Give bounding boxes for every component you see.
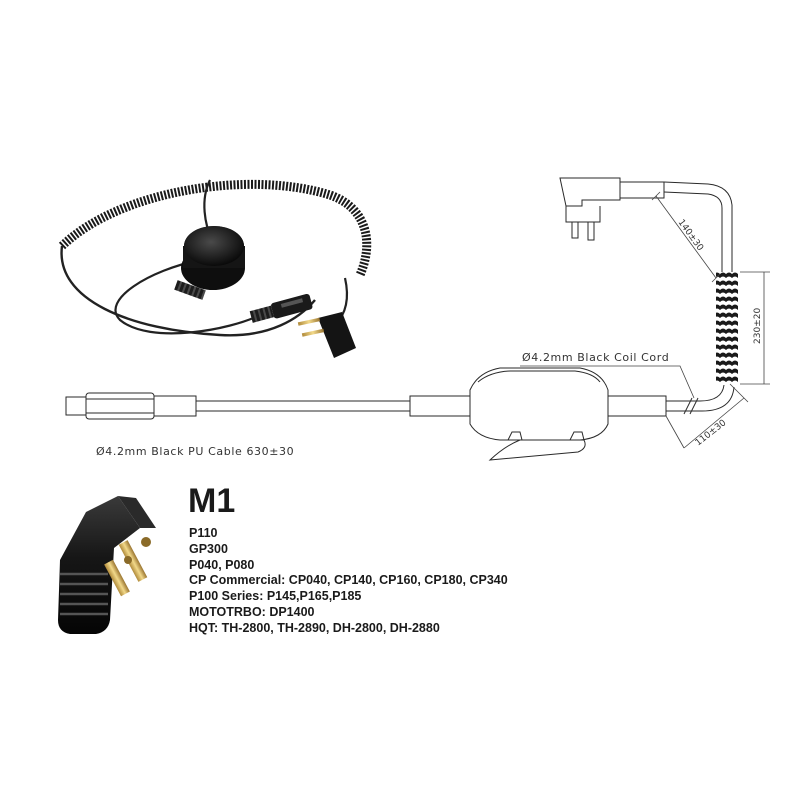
dimensions — [520, 191, 770, 449]
product-photo — [58, 179, 372, 358]
compatible-model: P040, P080 — [189, 557, 255, 572]
m1-rib-grips — [60, 572, 108, 616]
dim-110-label: 110±30 — [694, 418, 729, 448]
model-title: M1 — [188, 482, 236, 520]
drawing-ptt-right-ribs — [607, 395, 667, 417]
dim-230-label: 230±20 — [753, 308, 763, 344]
drawing-left-ribs — [153, 395, 197, 417]
drawing-clip — [488, 439, 586, 461]
dim-140-line — [655, 195, 717, 279]
compatible-models-list: P110 GP300 P040, P080 CP Commercial: CP0… — [189, 526, 508, 637]
pu-cable-label: Ø4.2mm Black PU Cable 630±30 — [96, 445, 294, 458]
photo-female-connector — [249, 293, 313, 323]
coil-cord-label: Ø4.2mm Black Coil Cord — [522, 351, 669, 364]
coil-callout-leader — [520, 365, 695, 399]
drawing-break-mark — [683, 397, 693, 415]
m1-connector-illustration — [58, 496, 156, 634]
photo-strain-relief — [174, 280, 206, 300]
drawing-plug — [559, 177, 621, 241]
dim-140-label: 140±30 — [676, 218, 706, 253]
technical-drawing — [65, 177, 738, 461]
drawing-ptt-body — [469, 367, 609, 441]
compatible-model: CP Commercial: CP040, CP140, CP160, CP18… — [189, 573, 508, 588]
compatible-model: MOTOTRBO: DP1400 — [189, 604, 315, 619]
photo-plug-connector — [297, 312, 356, 358]
compatible-model: P100 Series: P145,P165,P185 — [189, 589, 362, 604]
drawing-cable-to-coil — [666, 384, 725, 402]
photo-coil-cable — [58, 179, 372, 277]
drawing-cable-to-connector — [663, 191, 723, 272]
dim-110-line — [683, 397, 745, 449]
compatible-model: GP300 — [189, 541, 228, 556]
photo-straight-cable-2 — [114, 258, 261, 335]
drawing-coil-cord — [716, 272, 738, 384]
compatible-model: P110 — [189, 526, 218, 540]
compatible-model: HQT: TH-2800, TH-2890, DH-2800, DH-2880 — [189, 620, 440, 635]
drawing-plug-ribs — [619, 181, 665, 199]
drawing-ptt-left-ribs — [409, 395, 471, 417]
drawing-female-connector — [65, 392, 197, 420]
m1-pins — [104, 537, 151, 597]
